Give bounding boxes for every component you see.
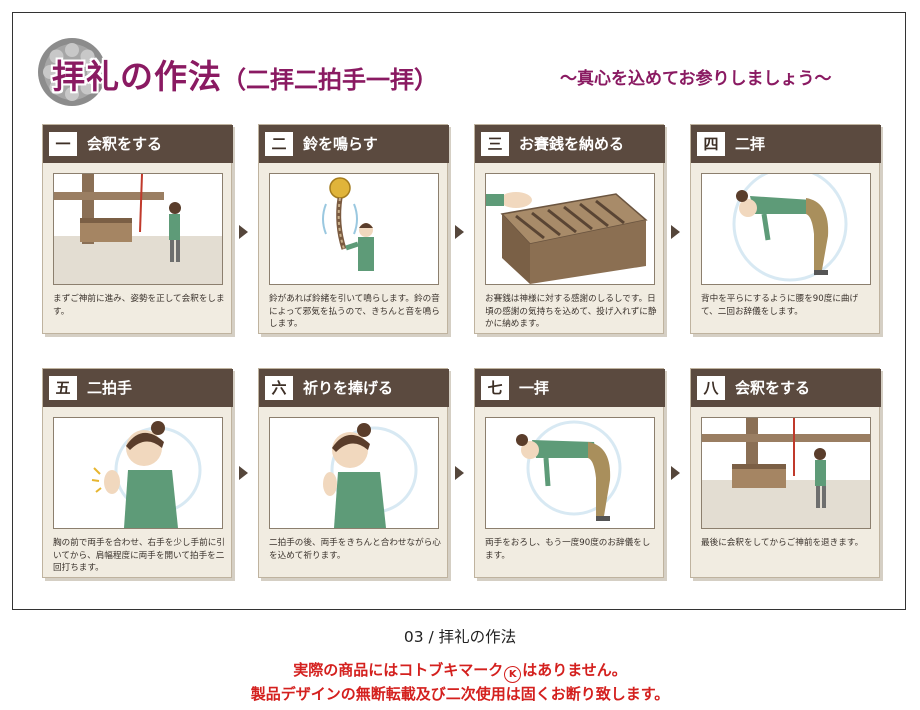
step-header: 四 二拝 [691, 125, 881, 163]
ring-bell-illustration [269, 173, 439, 285]
flower-emblem-icon [38, 38, 106, 106]
step-number: 七 [481, 376, 509, 400]
step-header: 五 二拍手 [43, 369, 233, 407]
step-title: 会釈をする [87, 135, 163, 153]
step-number: 一 [49, 132, 77, 156]
step-header: 一 会釈をする [43, 125, 233, 163]
offering-box-illustration [485, 173, 655, 285]
page-subtitle: 〜真心を込めてお参りしましょう〜 [560, 69, 832, 89]
next-arrow-icon [671, 466, 680, 480]
step-title: 一拝 [519, 379, 550, 397]
step-description: まずご神前に進み、姿勢を正して会釈をします。 [53, 294, 225, 317]
step-header: 七 一拝 [475, 369, 665, 407]
step-number: 四 [697, 132, 725, 156]
step-title: 会釈をする [735, 379, 811, 397]
next-arrow-icon [455, 466, 464, 480]
step-title: お賽銭を納める [519, 135, 625, 153]
step-description: 胸の前で両手を合わせ、右手を少し手前に引いてから、肩幅程度に両手を開いて拍手を二… [53, 538, 225, 573]
step-description: 両手をおろし、もう一度90度のお辞儀をします。 [485, 538, 651, 561]
next-arrow-icon [671, 225, 680, 239]
step-description: 背中を平らにするように腰を90度に曲げて、二回お辞儀をします。 [701, 294, 859, 317]
step-card-5: 五 二拍手 胸の前で両手を合わせ、右手を少し手前に引いてから、肩幅程度に両手を開… [42, 368, 233, 578]
final-bow-illustration [701, 417, 871, 529]
step-title: 二拍手 [87, 379, 133, 397]
step-title: 祈りを捧げる [303, 379, 394, 397]
step-title: 二拝 [735, 135, 766, 153]
bow-at-shrine-illustration [53, 173, 223, 285]
step-description: 鈴があれば鈴緒を引いて鳴らします。鈴の音によって邪気を払うので、きちんと音を鳴ら… [269, 294, 440, 329]
next-arrow-icon [239, 466, 248, 480]
step-description: 最後に会釈をしてからご神前を退きます。 [701, 538, 864, 548]
step-description: お賽銭は神様に対する感謝のしるしです。日頃の感謝の気持ちを込めて、投げ入れずに静… [485, 294, 657, 329]
step-header: 六 祈りを捧げる [259, 369, 449, 407]
step-card-7: 七 一拝 両手をおろし、もう一度90度のお辞儀をします。 [474, 368, 665, 578]
step-card-2: 二 鈴を鳴らす 鈴があれば鈴緒を引いて鳴らします。鈴の音によって邪気を払うので、… [258, 124, 449, 334]
page-caption: 03 / 拝礼の作法 [403, 628, 517, 646]
kotobuki-mark-icon: K [504, 666, 522, 683]
page-title: 拝礼の作法（二拝二拍手一拝） [52, 57, 438, 96]
step-header: 三 お賽銭を納める [475, 125, 665, 163]
step-description: 二拍手の後、両手をきちんと合わせながら心を込めて祈ります。 [269, 538, 441, 561]
step-card-6: 六 祈りを捧げる 二拍手の後、両手をきちんと合わせながら心を込めて祈ります。 [258, 368, 449, 578]
pray-illustration [269, 417, 439, 529]
step-card-8: 八 会釈をする 最後に会釈をしてからご神前を退きます。 [690, 368, 881, 578]
step-card-3: 三 お賽銭を納める お賽銭は神様に対する感謝のしるしです。日頃の感謝の気持ちを込… [474, 124, 665, 334]
next-arrow-icon [455, 225, 464, 239]
step-header: 八 会釈をする [691, 369, 881, 407]
single-bow-illustration [485, 417, 655, 529]
step-number: 五 [49, 376, 77, 400]
next-arrow-icon [239, 225, 248, 239]
step-title: 鈴を鳴らす [303, 135, 378, 153]
step-number: 八 [697, 376, 725, 400]
step-number: 六 [265, 376, 293, 400]
step-header: 二 鈴を鳴らす [259, 125, 449, 163]
step-number: 二 [265, 132, 293, 156]
step-card-4: 四 二拝 背中を平らにするように腰を90度に曲げて、二回お辞儀をします。 [690, 124, 881, 334]
clap-hands-illustration [53, 417, 223, 529]
deep-bow-illustration [701, 173, 871, 285]
notice-line-2: 製品デザインの無断転載及び二次使用は固くお断り致します。 [250, 685, 670, 703]
step-number: 三 [481, 132, 509, 156]
step-card-1: 一 会釈をする まずご神前に進み、姿勢を正して会釈をします。 [42, 124, 233, 334]
